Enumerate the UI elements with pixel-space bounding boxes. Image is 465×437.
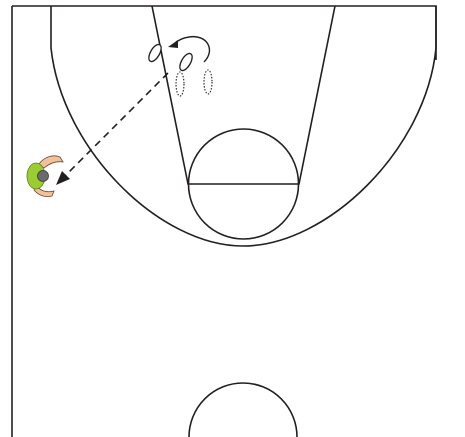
pivot-arrowhead-icon (168, 40, 178, 48)
pass-arrowhead-icon (56, 171, 70, 185)
center-circle (189, 383, 297, 437)
player-head (38, 171, 49, 182)
footprint-icon (177, 52, 194, 73)
pass-arrow (56, 73, 168, 185)
footprint-dotted-icon (204, 70, 212, 94)
wing-player-icon (27, 156, 63, 197)
baseline (12, 6, 436, 60)
previous-footprints (176, 70, 212, 96)
pass-line (66, 73, 168, 175)
three-point-arc (51, 6, 436, 246)
court-lines (12, 6, 436, 437)
footprint-dotted-icon (176, 72, 184, 96)
player-arm-upper (39, 156, 63, 168)
